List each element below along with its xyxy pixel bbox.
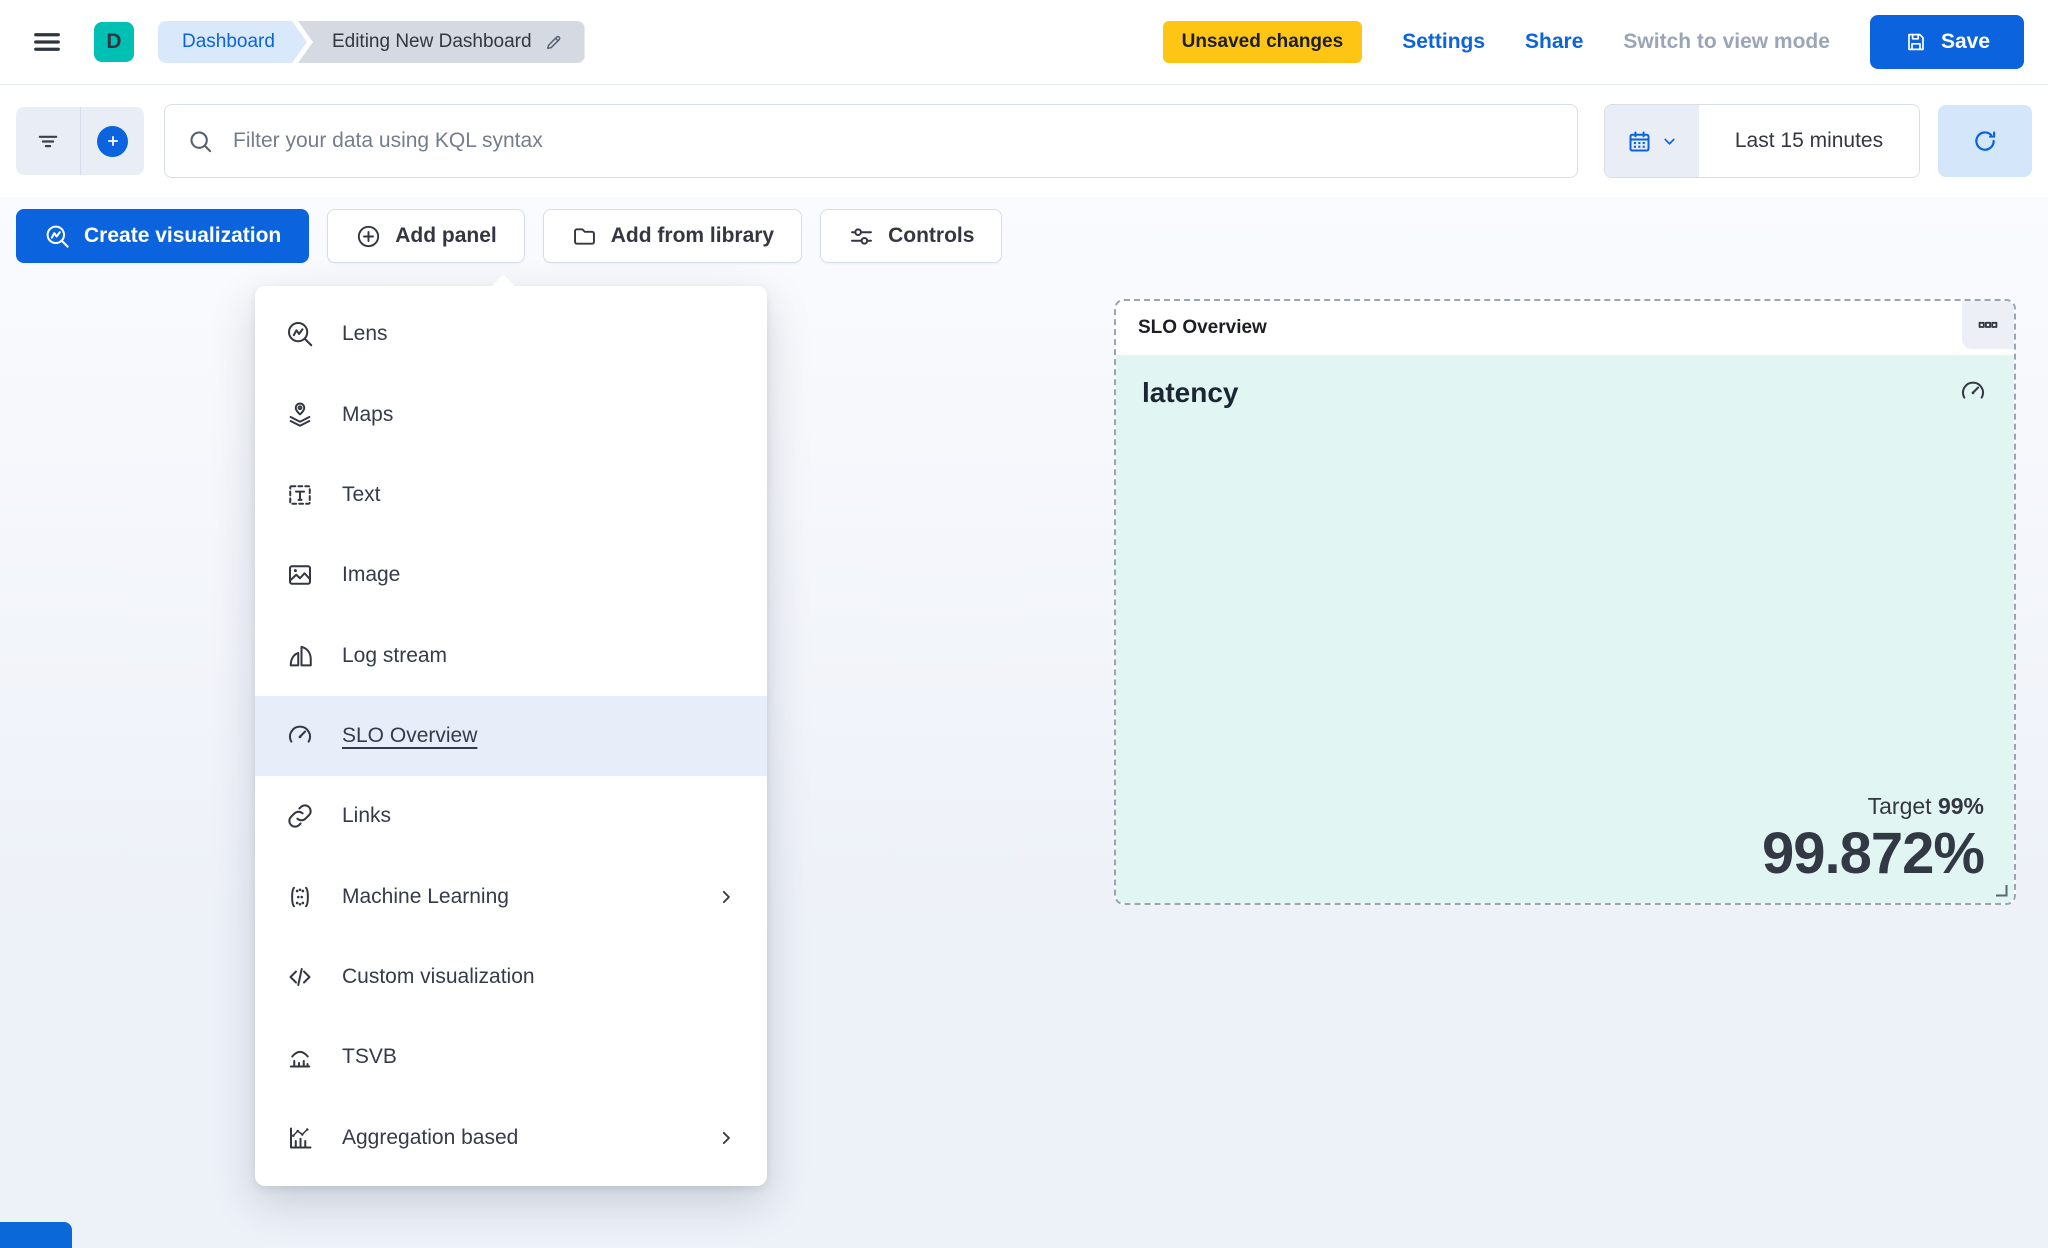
edit-toolbar: Create visualization Add panel Add from … — [16, 209, 1003, 263]
switch-to-view-mode-button[interactable]: Switch to view mode — [1623, 30, 1830, 53]
text-icon — [285, 480, 315, 510]
menu-item-label: Aggregation based — [342, 1125, 519, 1149]
save-button-label: Save — [1940, 30, 1990, 53]
log-stream-icon — [285, 641, 315, 671]
menu-item-log-stream[interactable]: Log stream — [255, 615, 767, 695]
gauge-icon — [1958, 377, 1988, 407]
chevron-right-icon — [715, 1127, 737, 1149]
menu-item-label: Machine Learning — [342, 884, 509, 908]
panel-header[interactable]: SLO Overview — [1116, 301, 2014, 355]
add-from-library-button[interactable]: Add from library — [542, 209, 803, 263]
time-range-value[interactable]: Last 15 minutes — [1699, 105, 1919, 177]
breadcrumb-current-label: Editing New Dashboard — [331, 31, 532, 52]
menu-item-label: TSVB — [342, 1045, 397, 1069]
menu-item-text[interactable]: Text — [255, 455, 767, 535]
sli-value: 99.872% — [1762, 820, 1985, 886]
add-panel-popover: Lens Maps Text Image — [255, 274, 767, 1186]
menu-item-tsvb[interactable]: TSVB — [255, 1017, 767, 1097]
filter-menu-button[interactable] — [16, 107, 80, 175]
target-value: 99% — [1937, 792, 1984, 819]
calendar-dropdown-button[interactable] — [1605, 105, 1699, 177]
menu-item-lens[interactable]: Lens — [255, 294, 767, 374]
filter-lines-icon — [34, 127, 62, 155]
unsaved-changes-badge: Unsaved changes — [1162, 21, 1363, 63]
lens-icon — [44, 223, 71, 250]
refresh-button[interactable] — [1938, 105, 2032, 177]
slo-overview-icon — [285, 721, 315, 751]
kql-search-box — [164, 104, 1578, 178]
save-button[interactable]: Save — [1869, 15, 2024, 69]
share-button[interactable]: Share — [1525, 30, 1584, 53]
add-filter-plus-icon — [97, 125, 128, 157]
aggregation-based-icon — [285, 1123, 315, 1153]
pencil-icon — [543, 31, 565, 53]
menu-item-maps[interactable]: Maps — [255, 374, 767, 454]
maps-icon — [285, 400, 315, 430]
breadcrumb-current[interactable]: Editing New Dashboard — [297, 21, 585, 63]
bottom-left-docked-element[interactable] — [0, 1222, 72, 1248]
menu-item-label: Log stream — [342, 643, 448, 667]
menu-item-slo-overview[interactable]: SLO Overview — [255, 695, 767, 777]
menu-item-label: Custom visualization — [342, 965, 535, 989]
plus-circle-icon — [355, 223, 382, 250]
menu-item-label: Text — [342, 482, 381, 506]
controls-label: Controls — [888, 224, 975, 247]
image-icon — [285, 560, 315, 590]
settings-button[interactable]: Settings — [1402, 30, 1486, 53]
controls-button[interactable]: Controls — [820, 209, 1003, 263]
hamburger-icon — [32, 27, 62, 57]
machine-learning-icon — [285, 882, 315, 912]
sliders-icon — [848, 223, 875, 250]
panel-options-button[interactable] — [1962, 301, 2014, 349]
menu-item-label: SLO Overview — [342, 723, 478, 747]
chevron-right-icon — [715, 886, 737, 908]
links-icon — [285, 801, 315, 831]
header-actions: Unsaved changes Settings Share Switch to… — [1162, 15, 2024, 69]
chevron-down-icon — [1660, 132, 1679, 151]
create-visualization-label: Create visualization — [84, 224, 282, 247]
slo-metric-card[interactable]: latency Target 99% 99.872% — [1116, 355, 2014, 903]
kql-search-input[interactable] — [231, 128, 1555, 154]
slo-metric-name: latency — [1142, 377, 1239, 408]
query-bar: Last 15 minutes — [0, 85, 2048, 197]
custom-visualization-icon — [285, 962, 315, 992]
add-from-library-label: Add from library — [610, 224, 775, 247]
add-panel-button[interactable]: Add panel — [327, 209, 525, 263]
slo-overview-panel: SLO Overview latency Target 99% — [1114, 299, 2016, 905]
panel-resize-handle[interactable] — [1993, 882, 2009, 898]
breadcrumb: Dashboard Editing New Dashboard — [158, 21, 585, 63]
create-visualization-button[interactable]: Create visualization — [16, 209, 310, 263]
menu-item-label: Links — [342, 804, 392, 828]
breadcrumb-dashboard[interactable]: Dashboard — [158, 21, 307, 63]
calendar-icon — [1626, 128, 1653, 155]
slo-metric-values: Target 99% 99.872% — [1762, 792, 1985, 886]
add-filter-button[interactable] — [80, 107, 144, 175]
panel-title: SLO Overview — [1138, 317, 1267, 338]
time-range-picker: Last 15 minutes — [1604, 104, 1920, 178]
dashboard-canvas: Create visualization Add panel Add from … — [0, 197, 2048, 1248]
search-icon — [187, 128, 214, 155]
folder-icon — [571, 223, 598, 250]
top-header: D Dashboard Editing New Dashboard Unsave… — [0, 0, 2048, 85]
menu-item-label: Lens — [342, 322, 388, 346]
avatar[interactable]: D — [94, 22, 134, 62]
menu-item-label: Maps — [342, 402, 394, 426]
lens-icon — [285, 319, 315, 349]
filter-button-group — [16, 107, 144, 175]
target-label: Target — [1867, 792, 1932, 819]
menu-button[interactable] — [24, 19, 70, 65]
boxes-horizontal-icon — [1977, 314, 1999, 336]
save-disk-icon — [1904, 30, 1928, 54]
menu-item-links[interactable]: Links — [255, 776, 767, 856]
refresh-icon — [1971, 127, 1999, 155]
tsvb-icon — [285, 1042, 315, 1072]
menu-item-aggregation-based[interactable]: Aggregation based — [255, 1098, 767, 1178]
menu-item-machine-learning[interactable]: Machine Learning — [255, 857, 767, 937]
menu-item-image[interactable]: Image — [255, 535, 767, 615]
menu-item-label: Image — [342, 563, 401, 587]
add-panel-label: Add panel — [395, 224, 497, 247]
menu-item-custom-visualization[interactable]: Custom visualization — [255, 937, 767, 1017]
